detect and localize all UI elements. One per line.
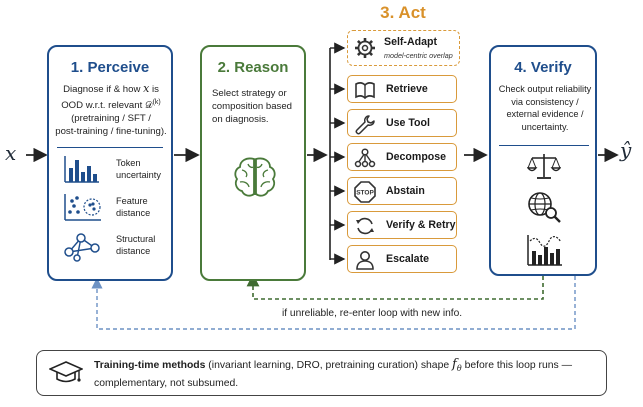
act-label: Abstain	[386, 185, 425, 197]
loop-green	[246, 273, 544, 300]
perceive-item-label: uncertainty	[116, 170, 161, 180]
loop-blue	[91, 276, 576, 330]
verify-desc-line: uncertainty.	[521, 121, 569, 132]
scatter-cluster-icon	[64, 194, 101, 221]
training-note-line2: complementary, not subsumed.	[94, 378, 239, 390]
act-use-tool-button[interactable]: Use Tool	[347, 109, 457, 137]
verify-desc-line: Check output reliability	[498, 84, 592, 94]
perceive-item-label: Feature	[116, 196, 148, 206]
perceive-item-label: Token	[116, 158, 141, 168]
graduation-cap-icon	[49, 361, 83, 383]
perceive-item-token: Token uncertainty	[116, 157, 161, 181]
person-icon	[356, 251, 374, 270]
training-note-text1: (invariant learning, DRO, pretraining cu…	[205, 360, 453, 371]
training-time-note: Training-time methods (invariant learnin…	[36, 350, 607, 396]
perceive-desc-line1-end: is	[151, 84, 159, 95]
loop-text: if unreliable, re-enter loop with new in…	[282, 308, 463, 319]
reason-desc-line: composition based	[212, 101, 292, 112]
self-adapt-label: Self-Adapt	[384, 36, 437, 48]
globe-search-icon	[528, 192, 561, 223]
perceive-desc-line1: Diagnose if & how	[63, 84, 141, 95]
perceive-desc-line4: post-training / fine-tuning).	[55, 126, 167, 138]
act-label: Decompose	[386, 151, 447, 163]
training-note-text2: before this loop runs —	[461, 360, 573, 371]
act-label: Escalate	[386, 253, 429, 265]
perceive-panel: 1. Perceive Diagnose if & how x is OOD w…	[47, 45, 173, 281]
perceive-item-label: distance	[116, 208, 151, 218]
reason-desc-line: Select strategy or	[212, 88, 287, 99]
tree-nodes-icon	[354, 148, 376, 168]
perceive-desc-math: 𝒟	[144, 100, 153, 112]
act-retrieve-button[interactable]: Retrieve	[347, 75, 457, 103]
act-label: Use Tool	[386, 117, 430, 129]
stop-sign-icon: STOP	[354, 181, 376, 203]
stop-sign-text: STOP	[356, 190, 374, 197]
perceive-title: 1. Perceive	[70, 59, 150, 76]
book-icon	[355, 82, 375, 100]
self-adapt-button[interactable]: Self-Adapt model-centric overlap	[347, 30, 460, 66]
brain-icon	[234, 157, 276, 197]
act-decompose-button[interactable]: Decompose	[347, 143, 457, 171]
act-branches	[330, 42, 346, 265]
reason-desc-line: on diagnosis.	[212, 114, 269, 125]
verify-title: 4. Verify	[514, 59, 572, 76]
act-heading: 3. Act	[380, 3, 426, 22]
self-adapt-note: model-centric overlap	[384, 51, 453, 60]
perceive-desc-var: x	[143, 82, 150, 95]
uncertainty-chart-icon	[527, 235, 562, 266]
graph-network-icon	[64, 233, 100, 262]
verify-divider	[499, 145, 589, 146]
perceive-item-label: Structural	[116, 234, 156, 244]
perceive-desc-line3: (pretraining / SFT /	[71, 113, 151, 125]
perceive-item-feature: Feature distance	[116, 195, 150, 219]
act-abstain-button[interactable]: STOP Abstain	[347, 177, 457, 205]
wrench-icon	[355, 115, 375, 135]
verify-desc-line: via consistency /	[511, 96, 579, 107]
perceive-description: Diagnose if & how x is OOD w.r.t. releva…	[55, 82, 167, 138]
training-note-text: Training-time methods (invariant learnin…	[94, 357, 599, 391]
gear-icon	[355, 38, 375, 58]
perceive-desc-sup: (k)	[152, 99, 161, 106]
act-label: Verify & Retry	[386, 219, 456, 231]
verify-desc-line: external evidence /	[506, 109, 584, 119]
verify-description: Check output reliability via consistency…	[495, 83, 595, 133]
scales-icon	[527, 154, 561, 179]
training-note-math-sub: θ	[456, 364, 462, 374]
perceive-divider	[57, 147, 163, 148]
perceive-desc-line2: OOD w.r.t. relevant	[61, 100, 143, 112]
training-note-math: f	[452, 357, 457, 372]
act-label: Retrieve	[386, 83, 428, 95]
reason-title: 2. Reason	[217, 59, 289, 76]
perceive-item-label: distance	[116, 246, 151, 256]
verify-panel: 4. Verify Check output reliability via c…	[489, 45, 597, 276]
refresh-icon	[356, 217, 374, 235]
output-symbol: ŷ	[620, 138, 632, 162]
perceive-item-structural: Structural distance	[116, 233, 155, 257]
reason-panel: 2. Reason Select strategy or composition…	[200, 45, 306, 281]
input-symbol: x	[5, 141, 17, 165]
reason-description: Select strategy or composition based on …	[212, 87, 302, 126]
training-note-bold: Training-time methods	[94, 360, 206, 371]
bar-chart-icon	[64, 156, 99, 183]
act-verify-retry-button[interactable]: Verify & Retry	[347, 211, 457, 239]
act-escalate-button[interactable]: Escalate	[347, 245, 457, 273]
